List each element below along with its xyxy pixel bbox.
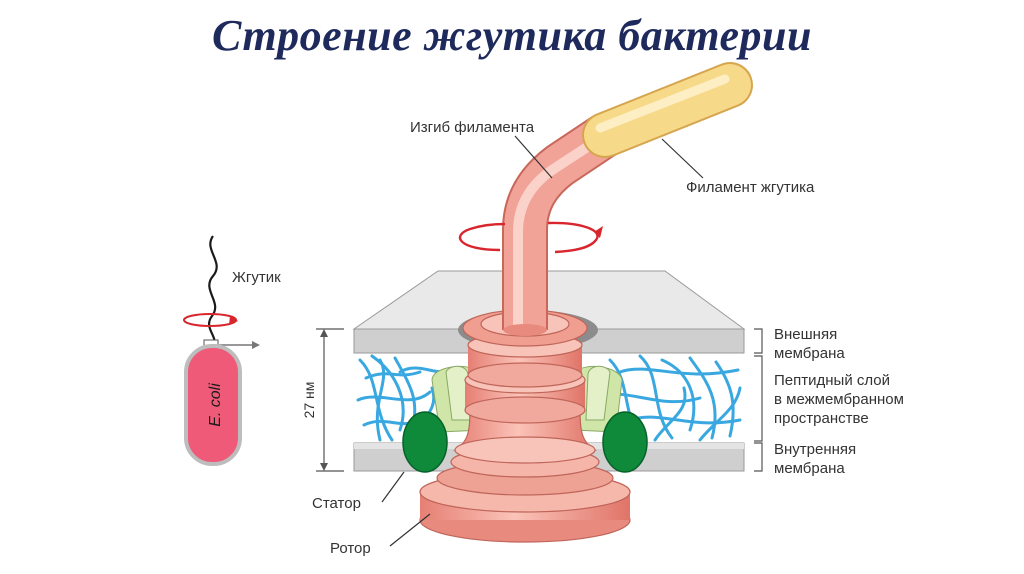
leader-lines [381,135,704,547]
inner-membrane-label-2: мембрана [774,460,845,477]
peptide-layer-label-1: Пептидный слой [774,372,890,389]
flagellum-wave [207,235,218,347]
ecoli-label: E. coli [207,383,224,427]
ecoli-cell-group: E. coli Жгутик [183,235,281,466]
layer-brackets [754,328,763,472]
rotation-arrow [458,221,603,254]
flagellum-label: Жгутик [232,269,281,286]
outer-membrane-label-1: Внешняя [774,326,837,343]
rotor-label: Ротор [330,540,371,557]
stator-left [402,411,448,473]
filament-bend-label: Изгиб филамента [410,119,535,136]
peptide-layer-label-3: пространстве [774,410,869,427]
thickness-label: 27 нм [301,382,317,419]
outer-membrane-label-2: мембрана [774,345,845,362]
stator-right [602,411,648,473]
peptide-layer-fibers [356,354,742,442]
ecoli-body [184,344,242,466]
peptide-layer-label-2: в межмембранном [774,391,904,408]
filament-label: Филамент жгутика [686,179,815,196]
page-title: Строение жгутика бактерии [211,11,812,60]
stator-label: Статор [312,495,361,512]
inner-membrane-label-1: Внутренняя [774,441,856,458]
thickness-dimension [316,328,344,472]
filament [502,62,753,336]
